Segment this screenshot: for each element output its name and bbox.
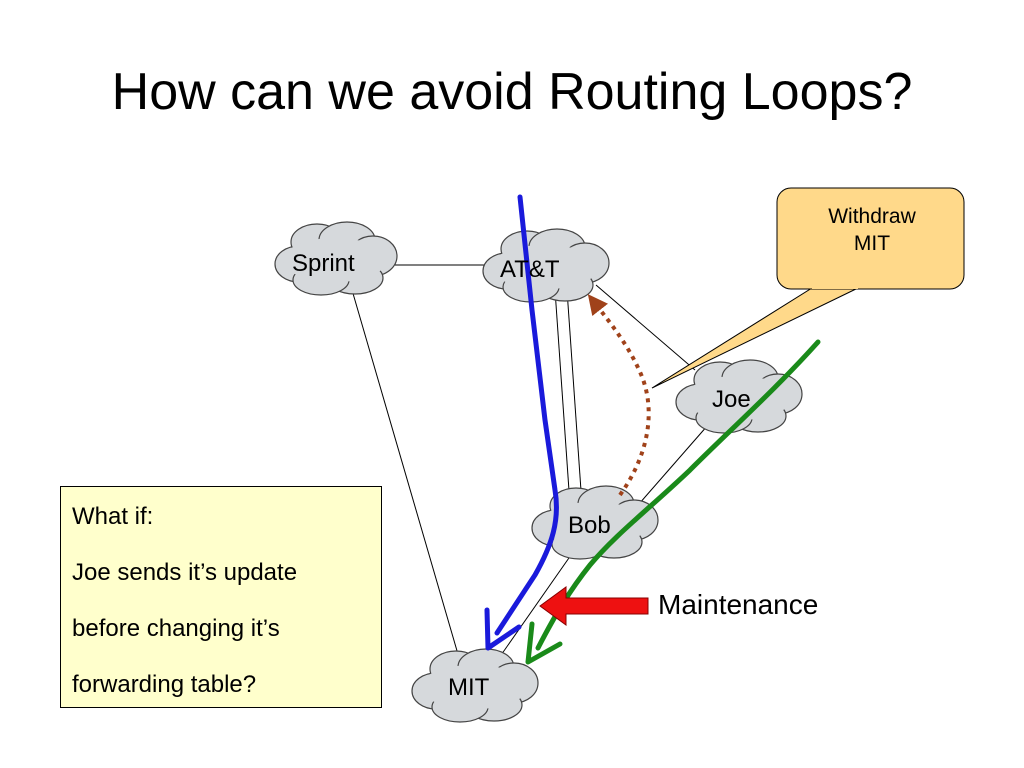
callout-line-2: MIT bbox=[853, 232, 891, 255]
slide-title: How can we avoid Routing Loops? bbox=[111, 63, 913, 121]
cloud-joe bbox=[675, 359, 803, 434]
cloud-sprint bbox=[274, 221, 398, 296]
cloud-mit bbox=[411, 648, 539, 723]
note-line-1: What if: bbox=[72, 503, 154, 530]
blue-route-arrowhead bbox=[484, 607, 522, 651]
node-label-bob: Bob bbox=[568, 512, 611, 539]
note-line-3: before changing it’s bbox=[72, 615, 280, 642]
blue-route-path bbox=[494, 194, 559, 636]
node-label-joe: Joe bbox=[712, 386, 751, 413]
link-bob-mit bbox=[491, 544, 579, 669]
green-route-arrowhead bbox=[525, 621, 563, 665]
node-label-att: AT&T bbox=[500, 256, 560, 283]
what-if-note: What if: Joe sends it’s update before ch… bbox=[60, 486, 382, 708]
node-label-sprint: Sprint bbox=[292, 250, 355, 277]
maintenance-label: Maintenance bbox=[658, 589, 819, 620]
callout-line-1: Withdraw bbox=[828, 205, 916, 228]
callout-box bbox=[776, 187, 965, 290]
green-route-path bbox=[535, 339, 821, 651]
link-att-joe bbox=[595, 284, 696, 371]
update-dotted-arrow bbox=[587, 294, 651, 497]
link-att-bob bbox=[554, 289, 583, 506]
link-sprint-mit bbox=[351, 289, 463, 669]
callout-text: Withdraw MIT bbox=[782, 203, 962, 257]
note-line-4: forwarding table? bbox=[72, 671, 257, 698]
node-label-mit: MIT bbox=[448, 674, 490, 701]
maintenance-arrow bbox=[539, 586, 649, 626]
note-line-2: Joe sends it’s update bbox=[72, 559, 298, 586]
